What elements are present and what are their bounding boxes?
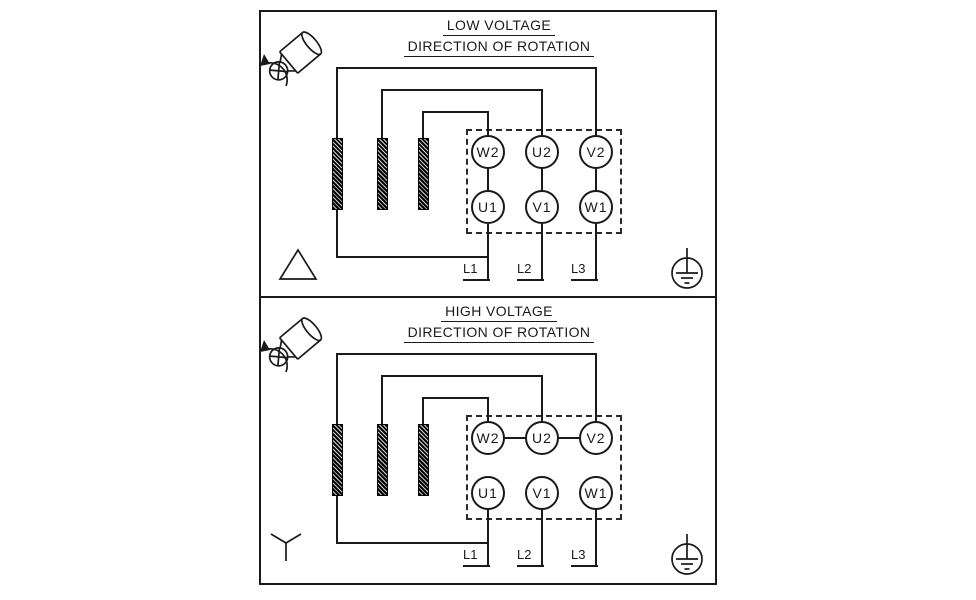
panel-title-text: HIGH VOLTAGE xyxy=(441,303,557,322)
ground-icon xyxy=(671,534,703,575)
wire-segment xyxy=(337,542,489,544)
lead-line xyxy=(541,224,543,279)
panel-subtitle: DIRECTION OF ROTATION xyxy=(339,38,659,57)
panel-divider-line xyxy=(259,296,717,298)
ground-icon xyxy=(671,248,703,289)
lead-label-l1: L1 xyxy=(463,261,490,281)
wire-segment xyxy=(595,67,597,136)
wire-segment xyxy=(336,210,338,258)
terminal-w1: W1 xyxy=(579,190,613,224)
panel-subtitle: DIRECTION OF ROTATION xyxy=(339,324,659,343)
terminal-v1: V1 xyxy=(525,190,559,224)
terminal-v2: V2 xyxy=(579,135,613,169)
terminal-u1: U1 xyxy=(471,190,505,224)
wire-segment xyxy=(422,111,424,139)
jumper-link xyxy=(487,168,489,191)
wire-segment xyxy=(381,89,383,139)
winding-bar xyxy=(377,424,388,496)
winding-bar xyxy=(418,424,429,496)
motor-rotation-icon xyxy=(260,317,323,373)
winding-bar xyxy=(418,138,429,210)
lead-line xyxy=(487,224,489,279)
lead-label-l1: L1 xyxy=(463,547,490,567)
wire-segment xyxy=(337,67,597,69)
wire-segment xyxy=(487,397,489,422)
jumper-link xyxy=(595,168,597,191)
lead-line xyxy=(595,224,597,279)
jumper-link xyxy=(505,437,526,439)
wire-segment xyxy=(337,353,597,355)
wire-segment xyxy=(487,111,489,136)
lead-line xyxy=(487,510,489,565)
wire-segment xyxy=(336,67,338,139)
wire-segment xyxy=(541,375,543,422)
wire-segment xyxy=(382,375,543,377)
delta-symbol xyxy=(278,248,318,280)
wire-segment xyxy=(381,375,383,425)
wire-segment xyxy=(382,89,543,91)
terminal-block-outline xyxy=(466,415,622,520)
wire-segment xyxy=(423,397,489,399)
lead-label-l3: L3 xyxy=(571,547,598,567)
motor-rotation-icon xyxy=(260,31,323,87)
terminal-w1: W1 xyxy=(579,476,613,510)
panel-title: LOW VOLTAGE xyxy=(339,17,659,36)
lead-label-l2: L2 xyxy=(517,547,544,567)
terminal-v2: V2 xyxy=(579,421,613,455)
wire-segment xyxy=(595,353,597,422)
panel-title-text: LOW VOLTAGE xyxy=(442,17,556,36)
winding-bar xyxy=(332,138,343,210)
terminal-block-outline xyxy=(466,129,622,234)
wire-segment xyxy=(336,353,338,425)
terminal-u1: U1 xyxy=(471,476,505,510)
panel-title: HIGH VOLTAGE xyxy=(339,303,659,322)
wire-segment xyxy=(422,397,424,425)
terminal-w2: W2 xyxy=(471,135,505,169)
lead-label-l2: L2 xyxy=(517,261,544,281)
terminal-u2: U2 xyxy=(525,135,559,169)
panel-subtitle-text: DIRECTION OF ROTATION xyxy=(403,38,595,57)
lead-line xyxy=(595,510,597,565)
wire-segment xyxy=(336,496,338,544)
winding-bar xyxy=(332,424,343,496)
lead-label-l3: L3 xyxy=(571,261,598,281)
lead-line xyxy=(541,510,543,565)
panel-subtitle-text: DIRECTION OF ROTATION xyxy=(403,324,595,343)
terminal-u2: U2 xyxy=(525,421,559,455)
winding-bar xyxy=(377,138,388,210)
jumper-link xyxy=(559,437,580,439)
terminal-v1: V1 xyxy=(525,476,559,510)
terminal-w2: W2 xyxy=(471,421,505,455)
wire-segment xyxy=(541,89,543,136)
jumper-link xyxy=(541,168,543,191)
wire-segment xyxy=(423,111,489,113)
wire-segment xyxy=(337,256,489,258)
star-symbol xyxy=(270,533,302,561)
